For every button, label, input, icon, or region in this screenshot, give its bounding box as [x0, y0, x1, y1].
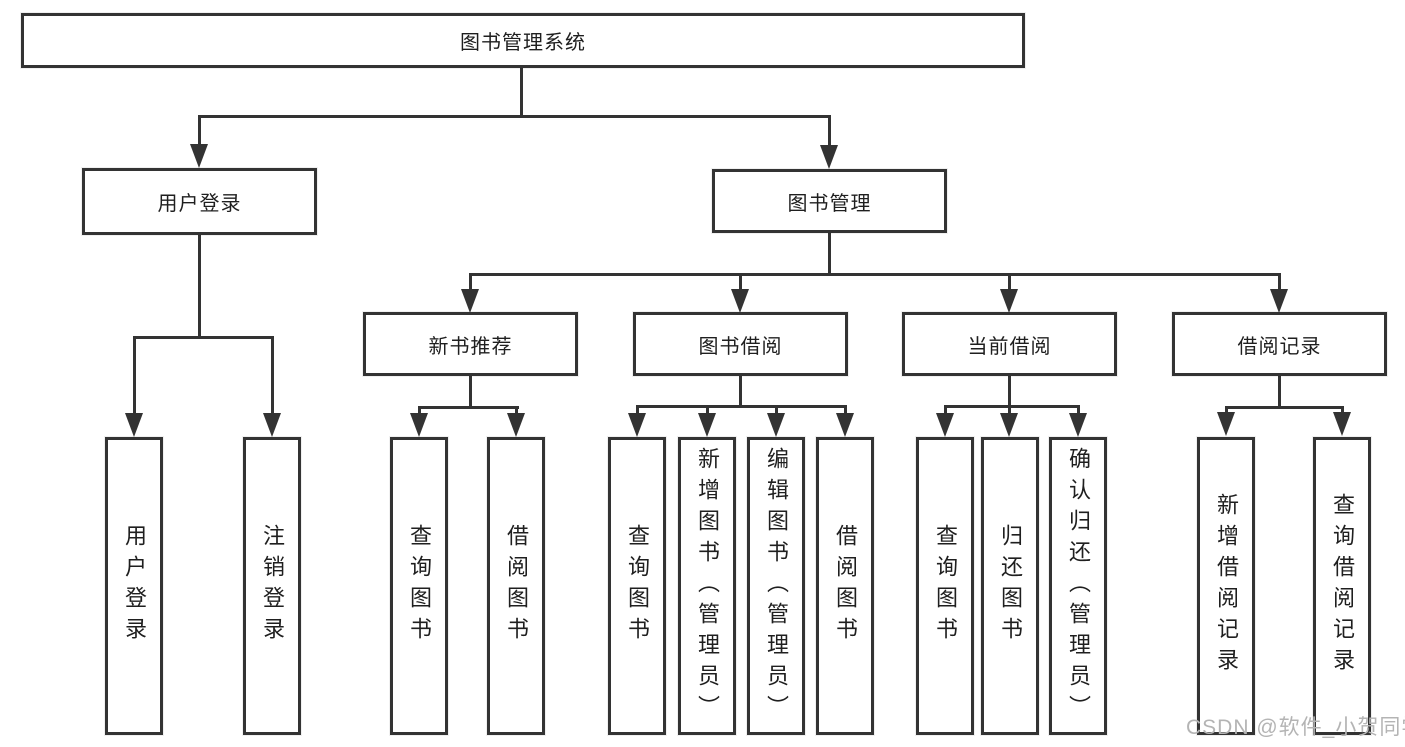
leaf-bb-add-books-admin: 新增图书（管理员） — [678, 437, 736, 735]
node-borrow-records-label: 借阅记录 — [1237, 335, 1322, 358]
arrow-to-leaf-cb-2 — [1069, 413, 1087, 437]
arrow-to-leaf-br-1 — [1333, 412, 1351, 436]
connector-to-current-borrow — [1008, 273, 1011, 291]
connector-to-leaf-user-0 — [133, 336, 136, 414]
leaf-bb-query-books-label: 查询图书 — [625, 524, 650, 648]
connector-newbooks-stem — [469, 376, 472, 408]
arrow-to-book-borrow — [731, 289, 749, 313]
connector-to-book-mgmt — [828, 115, 831, 147]
leaf-cb-query-books: 查询图书 — [916, 437, 974, 735]
connector-to-book-borrow — [739, 273, 742, 291]
leaf-bb-edit-books-admin-label: 编辑图书（管理员） — [764, 446, 789, 726]
connector-to-leaf-br-1 — [1341, 406, 1344, 415]
node-new-books-label: 新书推荐 — [428, 335, 513, 358]
connector-borrowrecords-bar — [1225, 406, 1344, 409]
leaf-nb-query-books-label: 查询图书 — [407, 524, 432, 648]
connector-bookborrow-bar — [636, 405, 847, 408]
leaf-user-login-label: 用户登录 — [122, 524, 147, 648]
connector-to-user-login — [198, 115, 201, 147]
connector-to-leaf-bb-2 — [775, 405, 778, 415]
node-book-mgmt-label: 图书管理 — [787, 192, 872, 215]
leaf-cb-confirm-return-admin-label: 确认归还（管理员） — [1066, 446, 1091, 726]
arrow-to-new-books — [461, 289, 479, 313]
leaf-br-query-record: 查询借阅记录 — [1313, 437, 1371, 735]
leaf-br-add-record: 新增借阅记录 — [1197, 437, 1255, 735]
connector-to-leaf-br-0 — [1225, 406, 1228, 415]
connector-to-borrow-records — [1278, 273, 1281, 291]
arrow-to-user-login — [190, 144, 208, 168]
leaf-cb-return-books-label: 归还图书 — [998, 524, 1023, 648]
node-book-mgmt: 图书管理 — [712, 169, 947, 233]
node-user-login-label: 用户登录 — [157, 193, 242, 215]
connector-newbooks-bar — [418, 406, 519, 409]
leaf-br-add-record-label: 新增借阅记录 — [1214, 493, 1239, 679]
node-root: 图书管理系统 — [21, 13, 1025, 68]
leaf-bb-edit-books-admin: 编辑图书（管理员） — [747, 437, 805, 735]
leaf-br-query-record-label: 查询借阅记录 — [1330, 493, 1355, 679]
connector-currentborrow-bar — [944, 405, 1080, 408]
arrow-to-leaf-bb-3 — [836, 413, 854, 437]
connector-currentborrow-stem — [1008, 376, 1011, 407]
leaf-nb-query-books: 查询图书 — [390, 437, 448, 735]
leaf-bb-borrow-books-label: 借阅图书 — [833, 524, 858, 648]
node-current-borrow-label: 当前借阅 — [967, 335, 1052, 358]
csdn-watermark: CSDN @软件_小贺同学 — [1186, 716, 1405, 739]
connector-root-stem — [520, 68, 523, 115]
connector-to-leaf-bb-1 — [706, 405, 709, 415]
connector-to-new-books — [469, 273, 472, 291]
arrow-to-leaf-user-0 — [125, 413, 143, 437]
arrow-to-leaf-bb-1 — [698, 413, 716, 437]
arrow-to-leaf-cb-0 — [936, 413, 954, 437]
connector-root-bar — [198, 115, 831, 118]
arrow-to-leaf-cb-1 — [1000, 413, 1018, 437]
leaf-logout: 注销登录 — [243, 437, 301, 735]
connector-bookborrow-stem — [739, 376, 742, 407]
arrow-to-book-mgmt — [820, 145, 838, 169]
arrow-to-current-borrow — [1000, 289, 1018, 313]
leaf-logout-label: 注销登录 — [260, 524, 285, 648]
leaf-user-login: 用户登录 — [105, 437, 163, 735]
arrow-to-leaf-bb-0 — [628, 413, 646, 437]
connector-to-leaf-cb-2 — [1077, 405, 1080, 415]
leaf-bb-add-books-admin-label: 新增图书（管理员） — [695, 446, 720, 726]
arrow-to-leaf-nb-0 — [410, 413, 428, 437]
node-new-books: 新书推荐 — [363, 312, 578, 376]
connector-borrowrecords-stem — [1278, 376, 1281, 408]
connector-to-leaf-user-1 — [271, 336, 274, 414]
arrow-to-leaf-br-0 — [1217, 412, 1235, 436]
connector-user-bar — [133, 336, 274, 339]
leaf-cb-confirm-return-admin: 确认归还（管理员） — [1049, 437, 1107, 735]
arrow-to-leaf-bb-2 — [767, 413, 785, 437]
node-book-borrow: 图书借阅 — [633, 312, 848, 376]
connector-bookmgmt-stem — [828, 233, 831, 274]
arrow-to-leaf-nb-1 — [507, 413, 525, 437]
node-book-borrow-label: 图书借阅 — [698, 335, 783, 358]
connector-to-leaf-nb-1 — [515, 406, 518, 416]
connector-bookmgmt-bar — [469, 273, 1281, 276]
connector-user-stem — [198, 235, 201, 337]
node-user-login: 用户登录 — [82, 168, 317, 235]
leaf-cb-query-books-label: 查询图书 — [933, 524, 958, 648]
leaf-cb-return-books: 归还图书 — [981, 437, 1039, 735]
arrow-to-leaf-user-1 — [263, 413, 281, 437]
leaf-nb-borrow-books: 借阅图书 — [487, 437, 545, 735]
connector-to-leaf-bb-0 — [636, 405, 639, 415]
arrow-to-borrow-records — [1270, 289, 1288, 313]
connector-to-leaf-cb-1 — [1008, 405, 1011, 415]
connector-to-leaf-cb-0 — [944, 405, 947, 415]
connector-to-leaf-nb-0 — [418, 406, 421, 416]
leaf-bb-query-books: 查询图书 — [608, 437, 666, 735]
node-borrow-records: 借阅记录 — [1172, 312, 1387, 376]
node-current-borrow: 当前借阅 — [902, 312, 1117, 376]
connector-to-leaf-bb-3 — [844, 405, 847, 415]
node-root-label: 图书管理系统 — [460, 32, 586, 54]
leaf-bb-borrow-books: 借阅图书 — [816, 437, 874, 735]
leaf-nb-borrow-books-label: 借阅图书 — [504, 524, 529, 648]
